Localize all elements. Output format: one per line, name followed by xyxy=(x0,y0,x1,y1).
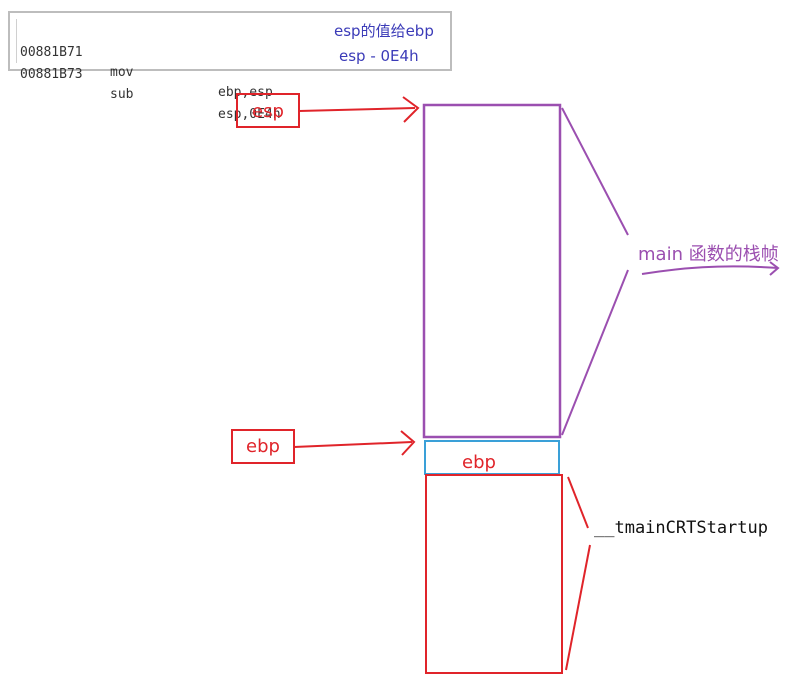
caller-brace-top xyxy=(567,476,589,529)
code-line-1: 00881B71 mov ebp,esp xyxy=(20,23,273,100)
code-operands: esp,0E4h xyxy=(218,107,281,122)
main-frame-arrow xyxy=(641,265,779,275)
main-frame-label: main 函数的栈帧 xyxy=(638,244,779,265)
main-brace-top xyxy=(561,107,629,236)
ebp-arrow-line xyxy=(293,441,413,448)
main-frame-arrowhead xyxy=(769,261,780,276)
caller-frame-label: __tmainCRTStartup xyxy=(594,518,768,538)
code-line-2: 00881B73 sub esp,0E4h xyxy=(20,45,281,122)
esp-arrowhead xyxy=(402,96,420,123)
caller-brace-bottom xyxy=(565,544,591,671)
code-operands: ebp,esp xyxy=(218,85,273,100)
code-gutter xyxy=(16,19,17,63)
note-mov: esp的值给ebp xyxy=(334,22,434,40)
ebp-label: ebp xyxy=(246,436,280,457)
code-listing: 00881B71 mov ebp,esp 00881B73 sub esp,0E… xyxy=(8,11,452,122)
note-sub: esp - 0E4h xyxy=(339,47,419,65)
code-opcode: mov xyxy=(110,65,134,80)
main-brace-bottom xyxy=(561,269,629,436)
saved-ebp-label: ebp xyxy=(462,452,496,473)
code-address: 00881B73 xyxy=(20,67,83,82)
caller-stack-frame xyxy=(425,474,563,674)
esp-label: esp xyxy=(252,101,284,122)
main-stack-frame xyxy=(422,103,562,439)
ebp-arrowhead xyxy=(400,430,416,456)
code-opcode: sub xyxy=(110,87,134,102)
code-address: 00881B71 xyxy=(20,45,83,60)
esp-arrow-line xyxy=(298,107,416,112)
